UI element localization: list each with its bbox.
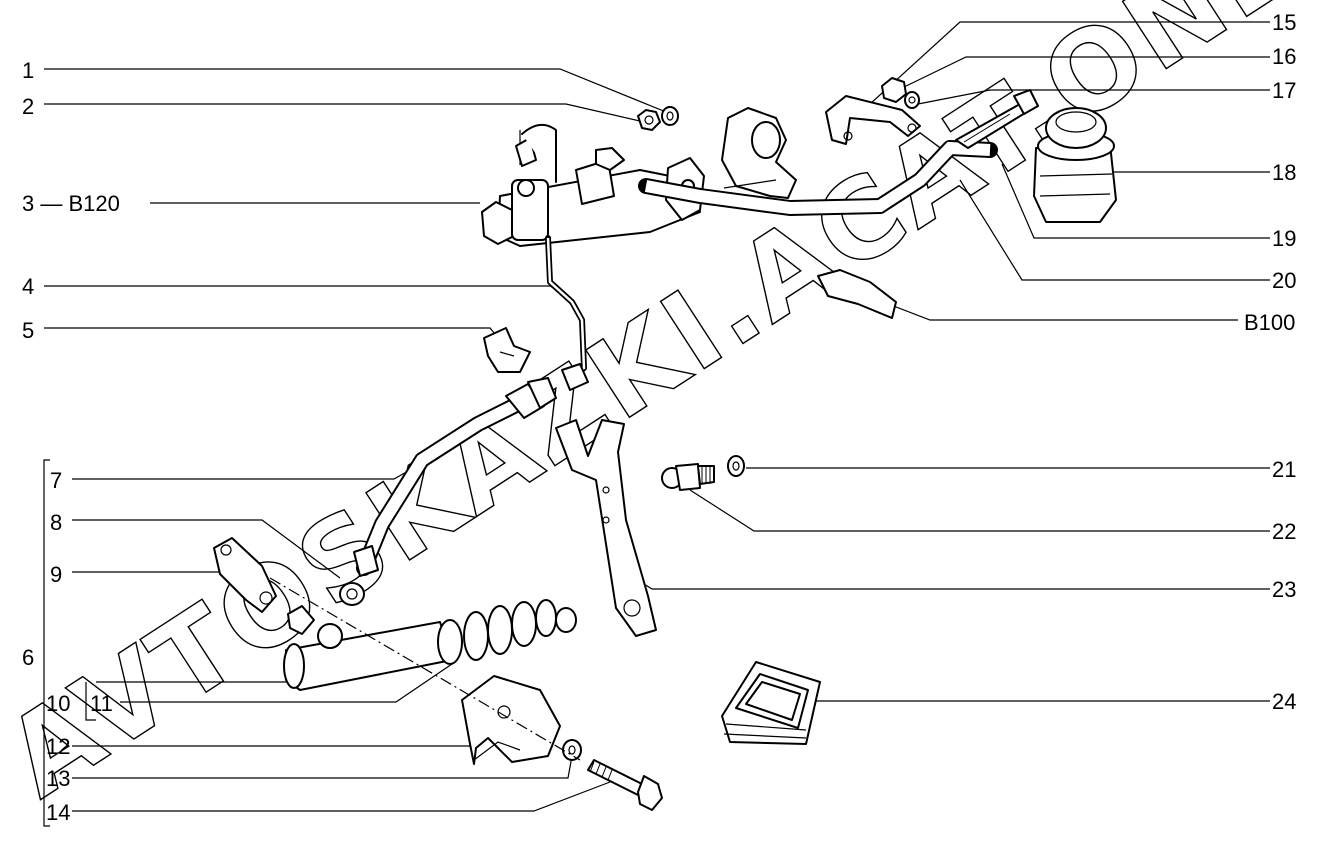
part-24-boot xyxy=(721,661,821,745)
part-5-clip xyxy=(483,327,531,373)
group-6-bracket xyxy=(43,459,50,827)
label-9: 9 xyxy=(50,562,62,587)
label-4: 4 xyxy=(22,274,34,299)
label-14: 14 xyxy=(46,800,70,825)
part-18-reservoir xyxy=(1033,107,1117,223)
label-3-b120: 3 — B120 xyxy=(22,191,120,216)
part-14-bolt xyxy=(587,759,663,811)
label-24: 24 xyxy=(1272,689,1296,714)
label-7: 7 xyxy=(50,468,62,493)
label-19: 19 xyxy=(1272,226,1296,251)
label-18: 18 xyxy=(1272,160,1296,185)
assembly-axis xyxy=(269,577,581,761)
part-10-slave-cylinder xyxy=(283,605,453,691)
watermark-text: AVTOSKAZKI.ACAT.ONLINE xyxy=(0,0,1325,823)
part-22-pivot-ball xyxy=(661,463,715,491)
label-22: 22 xyxy=(1272,519,1296,544)
part-11-boot xyxy=(437,599,577,665)
label-2: 2 xyxy=(22,94,34,119)
label-15: 15 xyxy=(1272,10,1296,35)
label-12: 12 xyxy=(46,734,70,759)
part-9-bracket xyxy=(213,537,277,613)
label-17: 17 xyxy=(1272,78,1296,103)
group-10-11-bracket xyxy=(85,682,96,721)
label-20: 20 xyxy=(1272,268,1296,293)
watermark: AVTOSKAZKI.ACAT.ONLINE xyxy=(0,0,1325,823)
part-4-brake-pipe xyxy=(545,235,589,391)
part-16-nut xyxy=(881,77,907,103)
part-1-washer xyxy=(661,106,679,126)
part-12-mount xyxy=(461,675,561,765)
part-20-reservoir-hose xyxy=(638,140,998,216)
label-16: 16 xyxy=(1272,44,1296,69)
label-1: 1 xyxy=(22,58,34,83)
pedal-bracket xyxy=(721,107,797,199)
part-21-washer xyxy=(727,455,745,477)
label-5: 5 xyxy=(22,318,34,343)
label-13: 13 xyxy=(46,766,70,791)
part-b100-shield xyxy=(817,269,897,319)
label-23: 23 xyxy=(1272,577,1296,602)
part-2-nut xyxy=(637,109,661,131)
label-11: 11 xyxy=(90,691,113,716)
part-23-release-fork xyxy=(555,419,657,637)
label-21: 21 xyxy=(1272,457,1296,482)
part-13-washer xyxy=(562,739,582,761)
part-8-washer xyxy=(339,582,365,606)
part-17-washer xyxy=(904,91,920,109)
label-8: 8 xyxy=(50,510,62,535)
part-15-bracket xyxy=(825,95,921,145)
label-10: 10 xyxy=(46,691,70,716)
part-7-hose xyxy=(353,377,557,577)
label-b100: B100 xyxy=(1244,310,1295,335)
label-6: 6 xyxy=(22,645,34,670)
part-19-clamp xyxy=(955,89,1039,149)
